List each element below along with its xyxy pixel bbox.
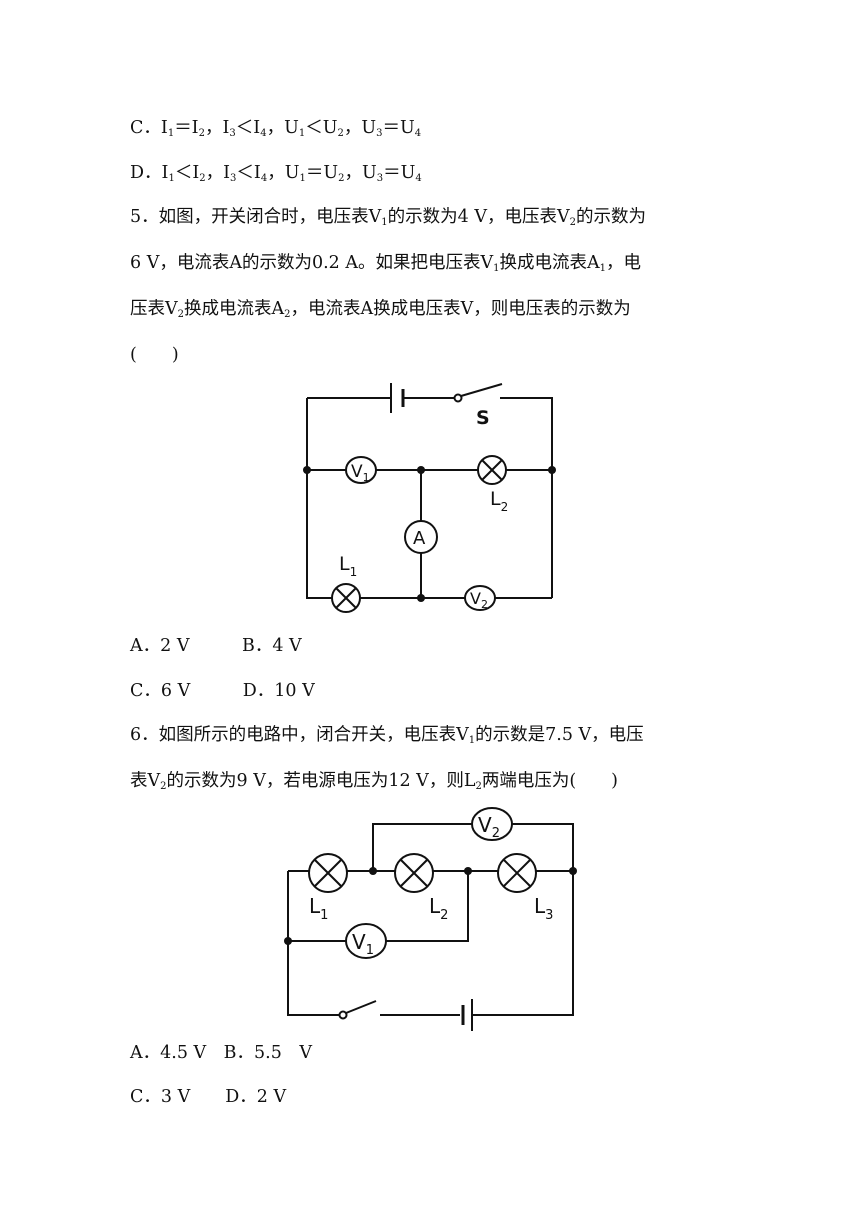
q5-line-2: 6 V，电流表A的示数为0.2 A。如果把电压表V1换成电流表A1，电 <box>130 253 642 274</box>
q5-line-3: 压表V2换成电流表A2，电流表A换成电压表V，则电压表的示数为 <box>130 299 631 320</box>
q6-l2-label: L2 <box>429 894 448 923</box>
q5-junction <box>417 466 425 474</box>
q5-l1-label: L1 <box>339 553 357 579</box>
q5-v2-label: V2 <box>470 589 488 611</box>
q6-switch-icon <box>338 1000 377 1020</box>
q5-voltmeter-v1-icon <box>345 456 377 484</box>
q5-ammeter-label: A <box>413 528 426 549</box>
q5-switch-label: S <box>476 407 490 429</box>
q6-wires <box>287 823 574 1016</box>
q6-options-cd: C．3 V D．2 V <box>130 1087 287 1107</box>
q6-battery-icon <box>461 999 473 1031</box>
q5-switch-icon <box>453 383 503 403</box>
q6-voltmeter-v1-icon <box>345 923 387 959</box>
q6-lamp-l3-icon <box>497 853 537 893</box>
q6-junction <box>369 867 377 875</box>
q6-line-1: 6．如图所示的电路中，闭合开关，电压表V1的示数是7.5 V，电压 <box>130 725 644 746</box>
q6-options-ab: A．4.5 V B．5.5 V <box>130 1043 312 1063</box>
q6-junction <box>284 937 292 945</box>
q5-junction <box>548 466 556 474</box>
q5-junction <box>303 466 311 474</box>
option-c-q4: C．I1＝I2，I3＜I4，U1＜U2，U3＝U4 <box>130 118 422 139</box>
q6-lamp-l1-icon <box>308 853 348 893</box>
q6-v2-label: V2 <box>478 813 500 841</box>
q6-voltmeter-v2-icon <box>471 807 513 841</box>
q5-answer-bracket: ( ) <box>130 345 179 365</box>
option-d-q4: D．I1＜I2，I3＜I4，U1＝U2，U3＝U4 <box>130 163 422 184</box>
q5-ammeter-icon <box>404 520 438 554</box>
q5-l2-label: L2 <box>490 488 508 514</box>
q6-line-2: 表V2的示数为9 V，若电源电压为12 V，则L2两端电压为( ) <box>130 771 618 792</box>
q5-options-cd: C．6 V D．10 V <box>130 681 315 701</box>
q5-v1-label: V1 <box>351 462 370 484</box>
q6-l3-label: L3 <box>534 894 553 923</box>
q5-line-1: 5．如图，开关闭合时，电压表V1的示数为4 V，电压表V2的示数为 <box>130 207 647 228</box>
q6-lamp-l2-icon <box>394 853 434 893</box>
q5-lamp-l2-icon <box>477 455 507 485</box>
q5-junction <box>417 594 425 602</box>
q6-junction <box>569 867 577 875</box>
q5-lamp-l1-icon <box>331 583 361 613</box>
q6-junction <box>464 867 472 875</box>
q6-v1-label: V1 <box>352 930 374 958</box>
q5-voltmeter-v2-icon <box>464 585 496 611</box>
q5-options-ab: A．2 V B．4 V <box>130 636 302 656</box>
q5-wires-inner <box>307 469 552 598</box>
q5-wires-outer <box>306 397 553 599</box>
q5-battery-icon <box>390 383 405 413</box>
q6-l1-label: L1 <box>309 894 328 923</box>
